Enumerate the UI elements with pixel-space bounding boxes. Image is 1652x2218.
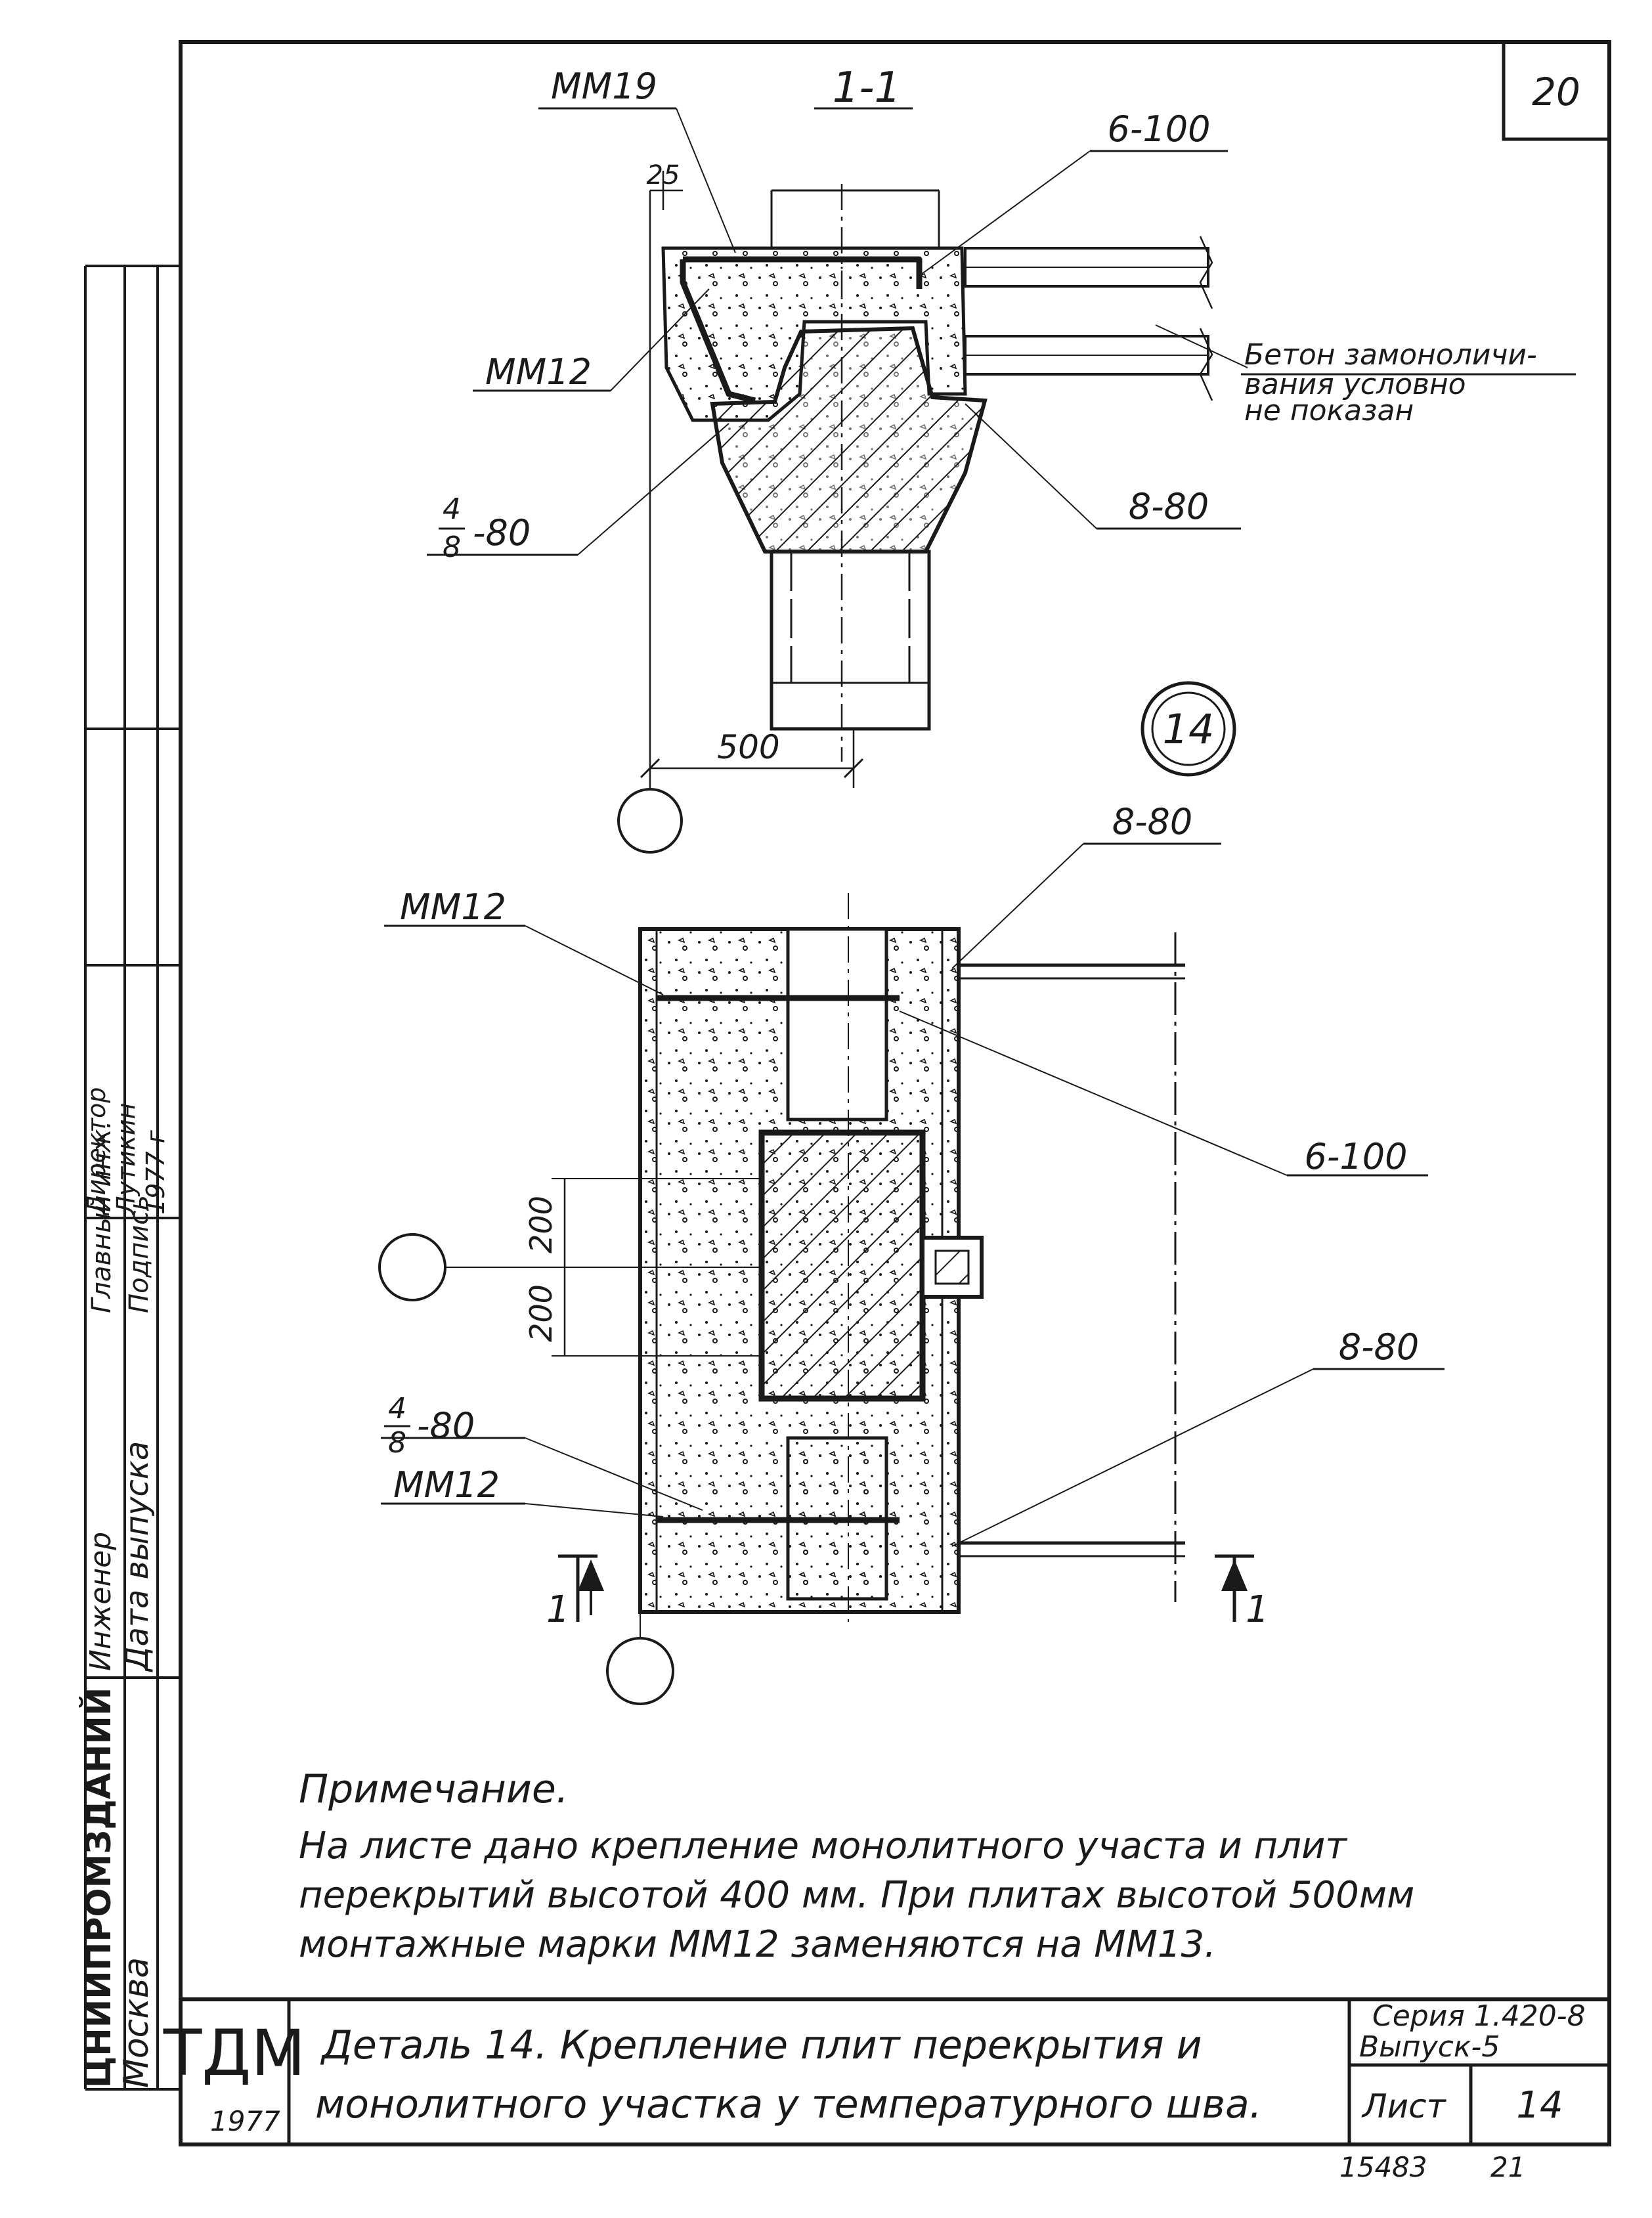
stamp-sheet-label: Лист	[1361, 2087, 1447, 2125]
label-mm12-plan-bottom: ММ12	[393, 1464, 500, 1506]
side-col4-line3: 1977 г	[141, 1129, 170, 1215]
side-col4-line2: Лутикин	[112, 1103, 141, 1216]
dim-25: 25	[647, 160, 680, 190]
side-strip	[84, 265, 181, 2091]
fraction-numerator-plan: 4	[388, 1392, 406, 1425]
fraction-denominator-section: 8	[443, 531, 461, 564]
stamp-issue: Выпуск-5	[1359, 2030, 1500, 2064]
label-weld-8-80-plan-top: 8-80	[1112, 801, 1193, 842]
note-line-2: перекрытий высотой 400 мм. При плитах вы…	[299, 1874, 1414, 1917]
cut-mark-right: 1	[1246, 1588, 1269, 1631]
section-1-1	[427, 107, 1576, 854]
side-col4-line1: Директор	[82, 1087, 111, 1216]
concrete-note-line1: Бетон замоноличи-	[1244, 338, 1537, 372]
side-col3-line1: Главный инж.	[87, 1121, 117, 1313]
note-line-3: монтажные марки ММ12 заменяются на ММ13.	[299, 1923, 1216, 1966]
stamp-series: Серия 1.420-8	[1372, 1999, 1586, 2033]
plan-view	[378, 842, 1445, 1705]
fraction-numerator-section: 4	[443, 492, 461, 526]
axis-bubble-bottom	[606, 1637, 674, 1705]
side-col2-line1: Инженер	[84, 1532, 118, 1671]
stamp-sheet-number: 14	[1516, 2084, 1563, 2127]
label-weld-6-100-section: 6-100	[1108, 108, 1211, 150]
axis-bubble-middle	[378, 1233, 446, 1301]
title-block	[181, 1997, 1609, 2144]
label-mm12-plan-top: ММ12	[400, 886, 506, 928]
side-col2-line2: Дата выпуска	[119, 1441, 156, 1672]
label-mm12-section: ММ12	[485, 351, 592, 393]
label-weld-8-80-section: 8-80	[1129, 486, 1209, 527]
org-logo: ТДМ	[163, 2016, 305, 2090]
axis-bubble-top	[617, 788, 683, 854]
footer-code: 15483	[1339, 2151, 1427, 2183]
side-org: ЦНИИПРОМЗДАНИЙ	[79, 1687, 119, 2088]
note-title: Примечание.	[299, 1766, 569, 1812]
fraction-tail-plan: -80	[417, 1405, 475, 1446]
fraction-tail-section: -80	[473, 512, 531, 554]
detail-number: 14	[1163, 705, 1215, 753]
section-title: 1-1	[833, 64, 902, 112]
dim-500: 500	[717, 728, 779, 766]
side-city: Москва	[117, 1957, 156, 2088]
concrete-note-line3: не показан	[1244, 394, 1414, 427]
fraction-denominator-plan: 8	[388, 1426, 406, 1460]
footer-page: 21	[1490, 2151, 1525, 2183]
detail-circle-outer	[1141, 681, 1236, 777]
label-weld-8-80-plan-bottom: 8-80	[1339, 1326, 1420, 1368]
corner-number-box	[1502, 40, 1611, 141]
stamp-year: 1977	[210, 2105, 280, 2137]
corner-number: 20	[1532, 70, 1580, 114]
detail-circle-inner	[1151, 691, 1226, 766]
concrete-note-line2: вания условно	[1244, 368, 1466, 401]
dim-200-upper: 200	[523, 1196, 559, 1253]
stamp-title-line1: Деталь 14. Крепление плит перекрытия и	[320, 2022, 1202, 2068]
label-mm19: ММ19	[551, 66, 657, 107]
sheet-frame	[179, 40, 1611, 2146]
stamp-title-line2: монолитного участка у температурного шва…	[315, 2081, 1262, 2127]
cut-mark-left: 1	[546, 1588, 570, 1631]
note-line-1: На листе дано крепление монолитного учас…	[299, 1825, 1347, 1867]
side-col3-line2: Подпись	[124, 1195, 154, 1313]
dim-200-lower: 200	[523, 1284, 559, 1342]
label-weld-6-100-plan: 6-100	[1305, 1136, 1408, 1177]
